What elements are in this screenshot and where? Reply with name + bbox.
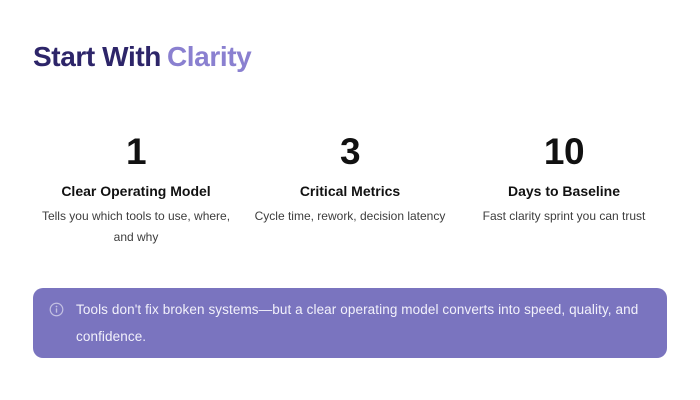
stat-description: Tells you which tools to use, where, and…: [41, 209, 231, 244]
info-icon: [49, 302, 64, 317]
page-title-main: Start With: [33, 41, 161, 72]
stat-description: Cycle time, rework, decision latency: [254, 209, 446, 223]
page-title-accent: Clarity: [166, 41, 252, 72]
stat-value: 1: [125, 131, 147, 172]
stat-label: Critical Metrics: [299, 183, 401, 199]
stat-description: Fast clarity sprint you can trust: [482, 209, 646, 223]
stat-label: Days to Baseline: [507, 183, 621, 199]
info-banner: Tools don't fix broken systems—but a cle…: [33, 288, 667, 358]
stat-value: 10: [543, 131, 585, 172]
stats-row: 1 Clear Operating Model Tells you which …: [33, 131, 667, 248]
info-banner-text: Tools don't fix broken systems—but a cle…: [76, 302, 639, 344]
stat-item-operating-model: 1 Clear Operating Model Tells you which …: [33, 131, 239, 248]
stat-value: 3: [339, 131, 361, 172]
stat-label: Clear Operating Model: [61, 183, 211, 199]
stat-item-critical-metrics: 3 Critical Metrics Cycle time, rework, d…: [247, 131, 453, 248]
stat-item-days-to-baseline: 10 Days to Baseline Fast clarity sprint …: [461, 131, 667, 248]
